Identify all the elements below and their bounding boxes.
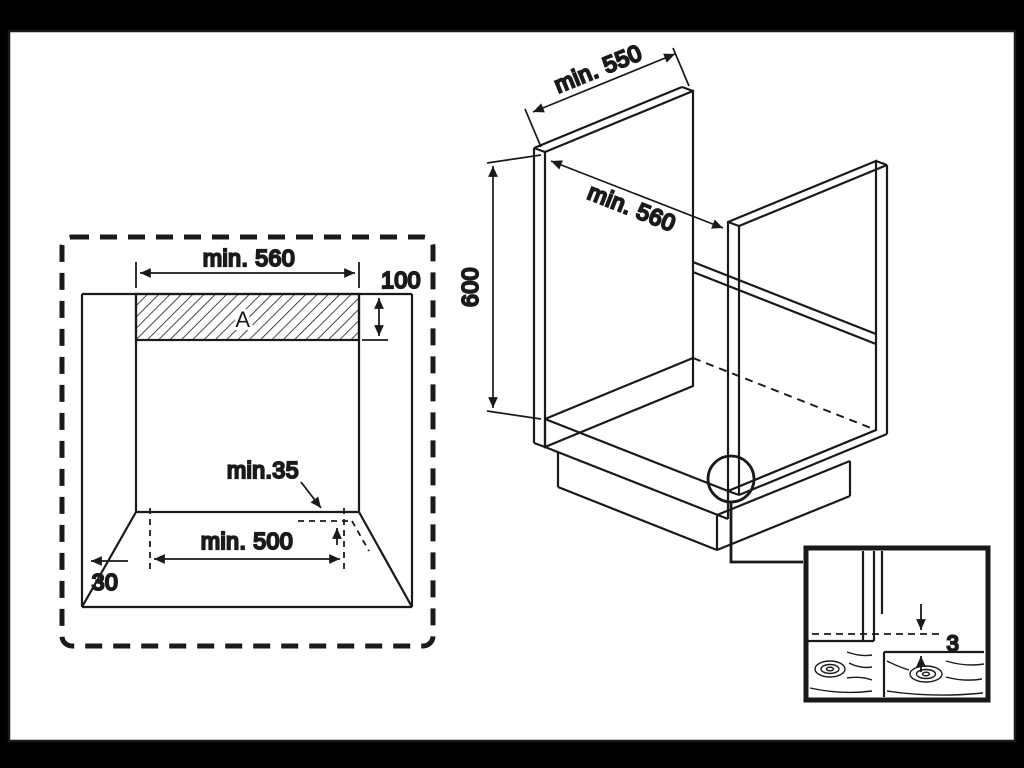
dim-vent-height bbox=[362, 293, 388, 341]
dim-rear-ledge-label: min.35 bbox=[227, 457, 299, 483]
niche-front-view: A min. 560 100 min.35 min. 500 bbox=[59, 234, 436, 649]
ventilation-area bbox=[134, 292, 361, 342]
dim-base-width-label: min. 500 bbox=[201, 528, 293, 554]
detail-connector bbox=[729, 502, 803, 564]
wood-grain bbox=[809, 651, 985, 696]
gap-detail: 3 bbox=[706, 454, 991, 703]
dim-front-edge-label: 30 bbox=[92, 569, 119, 595]
niche-floor bbox=[544, 356, 877, 493]
dim-gap-label: 3 bbox=[947, 631, 960, 656]
back-panel bbox=[692, 260, 877, 346]
base-plinth bbox=[543, 419, 852, 552]
vent-area-label: A bbox=[235, 307, 250, 332]
dim-width-560 bbox=[550, 160, 724, 229]
niche-view-dashed-frame bbox=[59, 234, 436, 649]
dim-rear-ledge bbox=[298, 481, 370, 552]
dim-depth-550 bbox=[524, 47, 690, 148]
dim-base-width bbox=[149, 508, 345, 570]
dim-vent-height-label: 100 bbox=[381, 267, 421, 293]
dim-height-600-label: 600 bbox=[457, 267, 483, 307]
dim-opening-width-label: min. 560 bbox=[203, 245, 295, 271]
detail-section bbox=[808, 551, 984, 697]
detail-box bbox=[803, 545, 991, 703]
dim-height-600 bbox=[486, 154, 542, 420]
dim-opening-width bbox=[135, 262, 360, 288]
